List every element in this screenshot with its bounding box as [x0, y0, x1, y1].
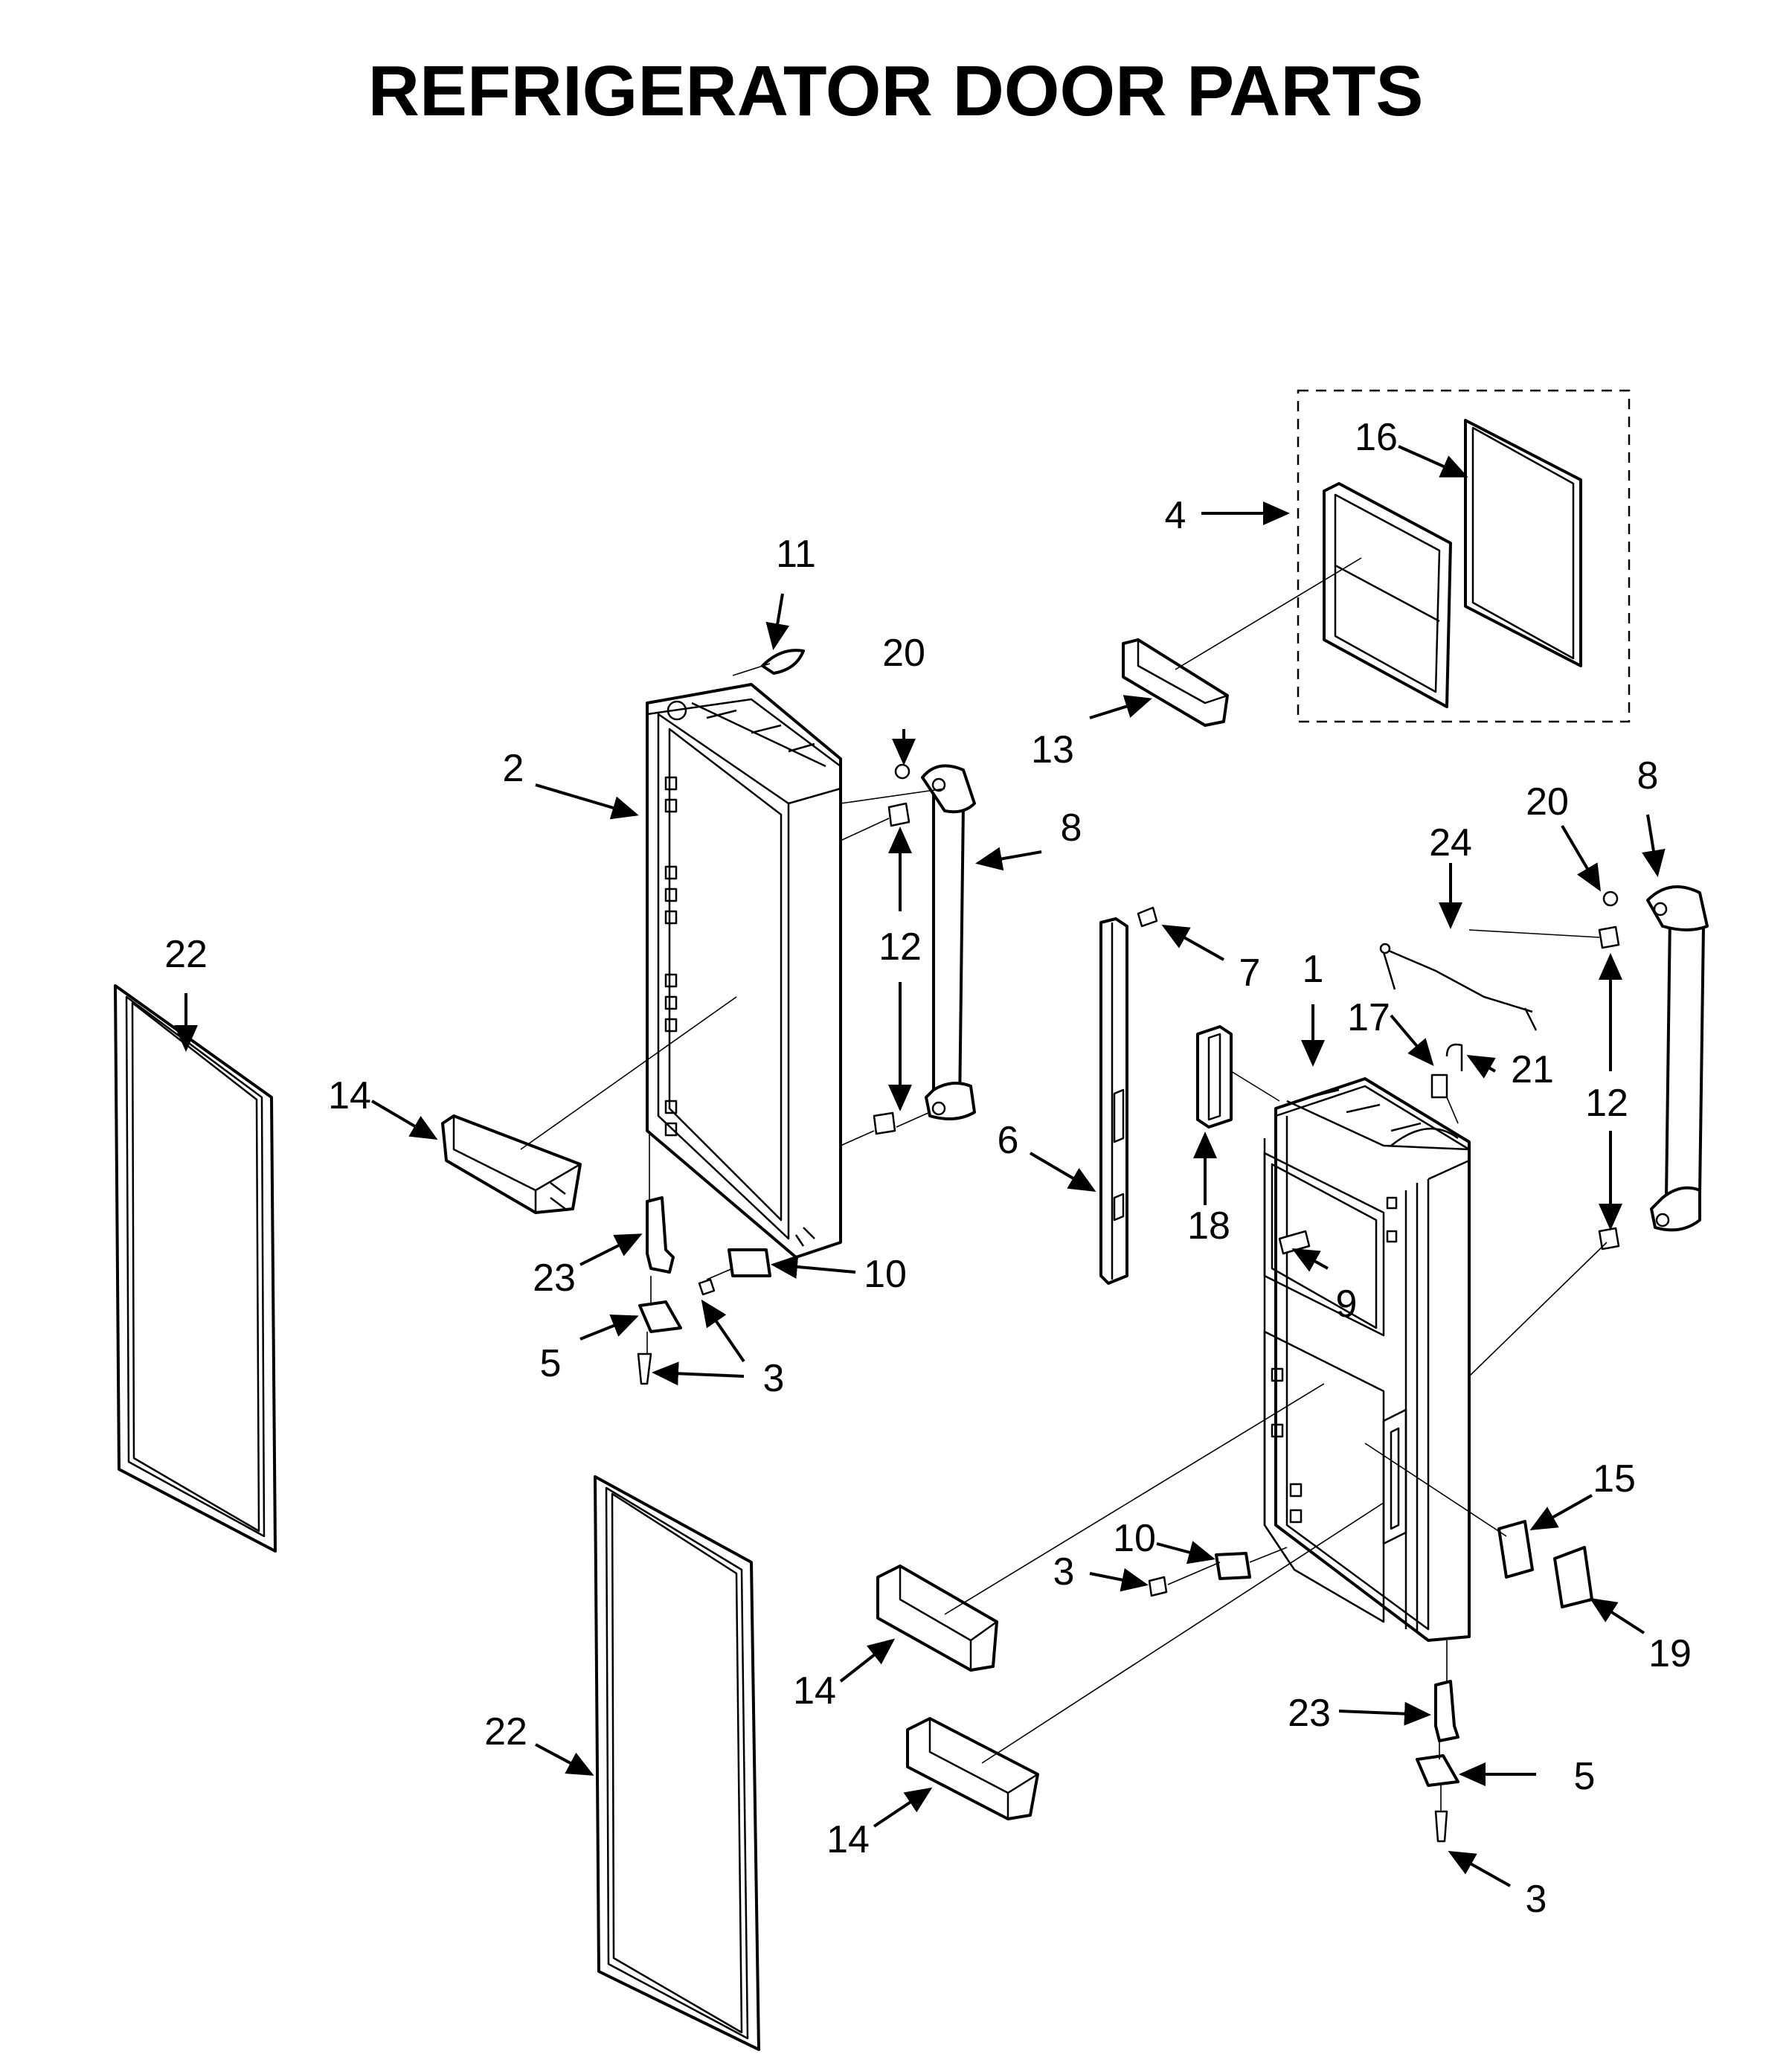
top-door-bin — [1122, 638, 1229, 727]
leader-arrows — [174, 445, 1666, 1887]
callout-20-right: 20 — [1526, 780, 1569, 824]
mullion — [1099, 917, 1128, 1285]
callout-17: 17 — [1347, 996, 1390, 1039]
callout-9: 9 — [1336, 1283, 1358, 1326]
callout-12-left: 12 — [879, 925, 922, 969]
page-title: REFRIGERATOR DOOR PARTS — [368, 51, 1424, 131]
right-door-bin-lower — [906, 1717, 1039, 1820]
control-module — [1196, 1025, 1233, 1129]
callout-13: 13 — [1031, 728, 1074, 771]
callout-3-left: 3 — [763, 1357, 785, 1400]
callout-24: 24 — [1429, 821, 1472, 864]
right-closer-screw — [1148, 1576, 1168, 1597]
callout-14-mid: 14 — [793, 1669, 836, 1713]
callout-5-right: 5 — [1574, 1755, 1596, 1798]
tube-nut — [1430, 1073, 1448, 1099]
callout-22-upper: 22 — [164, 933, 208, 976]
left-upper-gasket — [114, 984, 277, 1553]
right-hinge-bracket — [1416, 1754, 1459, 1787]
right-door-liner — [1263, 1077, 1471, 1642]
right-hinge-pin — [1434, 1680, 1459, 1742]
callout-11: 11 — [776, 533, 816, 576]
callout-6: 6 — [998, 1119, 1019, 1162]
left-door-bin — [441, 1114, 582, 1214]
right-handle — [1646, 885, 1709, 1232]
callout-10-left: 10 — [864, 1253, 907, 1296]
callout-16: 16 — [1355, 416, 1398, 459]
callout-22-lower: 22 — [484, 1710, 527, 1753]
callout-23-right: 23 — [1288, 1692, 1331, 1735]
callout-2: 2 — [503, 747, 524, 790]
callout-5-left: 5 — [540, 1342, 562, 1385]
left-door-liner — [646, 683, 842, 1259]
callout-1: 1 — [1303, 948, 1324, 991]
callout-14-low: 14 — [826, 1818, 870, 1861]
right-hinge-screw — [1434, 1810, 1448, 1843]
top-cap-part — [761, 649, 805, 675]
callout-10-right: 10 — [1113, 1517, 1156, 1560]
right-door-closer — [1215, 1552, 1251, 1580]
dispenser-pad-frame — [1497, 1520, 1534, 1579]
callout-12-right: 12 — [1585, 1082, 1628, 1125]
callout-3-right: 3 — [1526, 1878, 1547, 1921]
ice-door-gasket — [1464, 419, 1582, 667]
left-handle-mount-screws — [873, 763, 911, 1135]
assembly-lines — [520, 557, 1608, 1811]
callout-7: 7 — [1239, 951, 1261, 995]
callout-20-left: 20 — [882, 632, 925, 675]
dispenser-pad — [1553, 1546, 1593, 1608]
callout-labels: 11 20 2 8 12 22 14 23 10 5 3 13 4 16 7 6… — [164, 416, 1692, 1921]
ice-door-assembly-box — [1297, 389, 1631, 723]
callout-15: 15 — [1593, 1457, 1636, 1501]
water-tube — [1445, 1043, 1463, 1071]
callout-4: 4 — [1165, 494, 1186, 537]
dispenser-lever — [1278, 1230, 1311, 1255]
left-handle — [921, 764, 976, 1120]
callout-23-left: 23 — [533, 1257, 576, 1300]
right-door-bin-upper — [876, 1564, 998, 1672]
right-handle-mount-screws — [1598, 890, 1620, 1251]
left-hinge-bracket — [638, 1300, 682, 1333]
mullion-screw — [1137, 906, 1158, 928]
wire-harness — [1379, 943, 1538, 1031]
left-door-closer — [728, 1248, 771, 1277]
callout-21: 21 — [1511, 1048, 1554, 1091]
callout-3-mid: 3 — [1053, 1550, 1075, 1594]
left-hinge-pin — [646, 1196, 675, 1274]
lower-gasket — [594, 1475, 760, 2051]
ice-door-frame — [1323, 482, 1452, 708]
callout-14-left: 14 — [328, 1074, 371, 1117]
callout-8-right: 8 — [1637, 754, 1659, 797]
callout-18: 18 — [1187, 1204, 1230, 1248]
callout-19: 19 — [1648, 1632, 1692, 1675]
callout-8-left: 8 — [1061, 806, 1082, 850]
